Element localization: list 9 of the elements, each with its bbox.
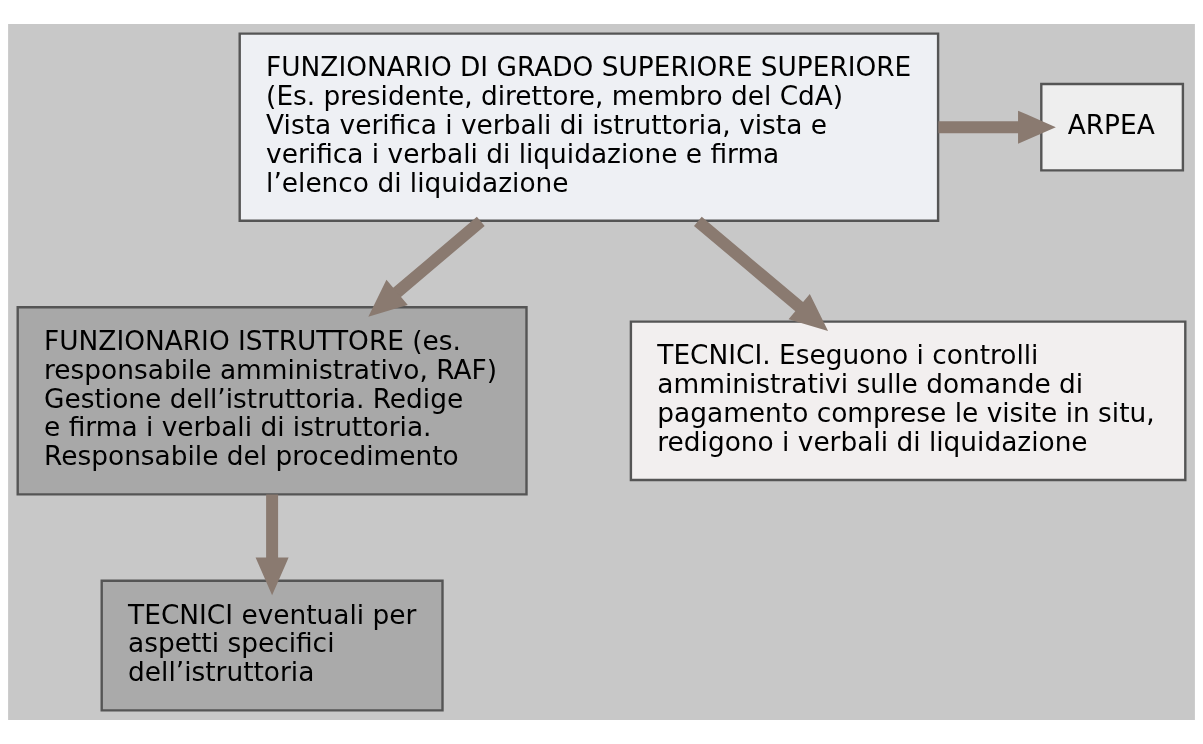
node-box: TECNICI eventuali per aspetti specifici dell’istruttoria [100, 579, 444, 712]
arrow [694, 216, 829, 331]
arrow [255, 494, 289, 596]
arrow [938, 110, 1056, 144]
node-box: FUNZIONARIO DI GRADO SUPERIORE SUPERIORE (Es. presidente, direttore, membro del CdA) Vista verifica i verbali di istruttoria, vista e verifica i verbali di liquidazione e firma l’elenco di liquidazione [238, 32, 940, 222]
node-box: ARPEA [1040, 82, 1185, 172]
arrow [368, 216, 485, 317]
node-box: FUNZIONARIO ISTRUTTORE (es. responsabile amministrativo, RAF) Gestione dell’istruttoria. Redige e firma i verbali di istruttoria. Responsabile del procedimento [16, 306, 528, 496]
node-box: TECNICI. Eseguono i controlli amministrativi sulle domande di pagamento comprese le visite in situ, redigono i verbali di liquidazione [629, 320, 1187, 482]
